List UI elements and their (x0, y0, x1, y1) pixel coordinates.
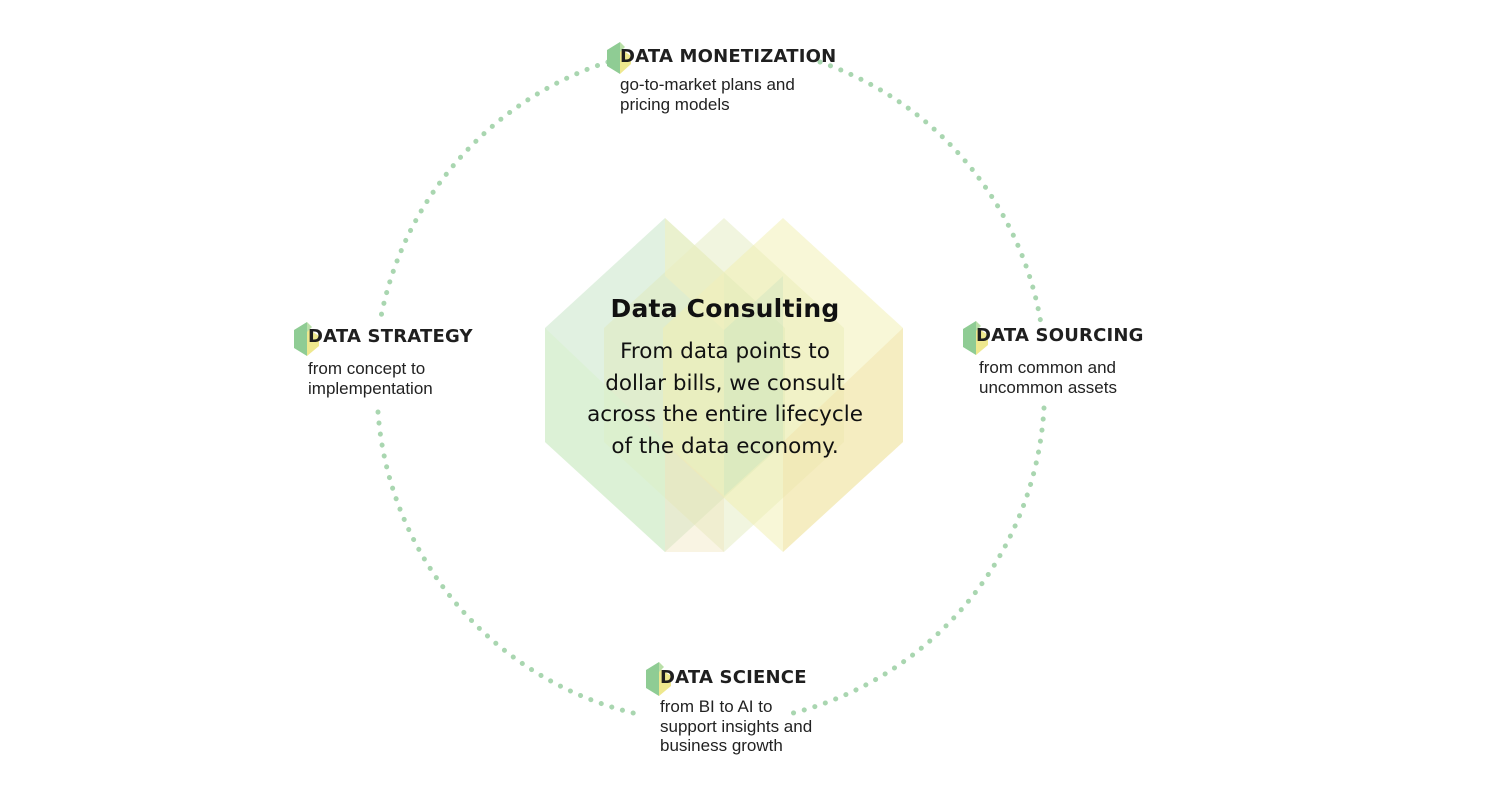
node-desc-line: business growth (660, 736, 783, 755)
node-desc-line: from concept to (308, 359, 426, 378)
node-desc-line: support insights and (660, 716, 813, 736)
center-line: of the data economy. (611, 433, 839, 459)
leaf-hexagon-icon (963, 321, 988, 355)
leaf-hexagon-icon (607, 42, 631, 74)
hexagon-center-shade (724, 276, 783, 496)
node-description: from BI to AI to support insights and bu… (660, 697, 812, 756)
ring-arc-top-left (377, 59, 611, 325)
node-desc-line: go-to-market plans and (620, 75, 795, 94)
node-desc-line: pricing models (620, 94, 730, 114)
hexagon-right-lower-shade (783, 328, 903, 552)
center-content: Data Consulting From data points to doll… (575, 292, 875, 462)
node-desc-line: from BI to AI to (660, 697, 773, 716)
leaf-hexagon-icon (646, 662, 671, 696)
center-line: From data points to (620, 339, 830, 364)
ring-arc-bottom-right (782, 405, 1047, 718)
overlapping-hexagons-icon (545, 218, 903, 552)
hexagon-mid-upper-shade (665, 218, 724, 330)
hexagon-bottom-shade (665, 442, 724, 552)
center-line: dollar bills, we consult (605, 370, 845, 396)
center-description: From data points to dollar bills, we con… (575, 336, 875, 462)
node-description: go-to-market plans and pricing models (620, 75, 795, 114)
leaf-hexagon-icon (294, 322, 319, 356)
lifecycle-dotted-ring (375, 59, 1047, 718)
node-title: DATA SOURCING (976, 325, 1144, 346)
hexagon-left-lower-shade (545, 328, 665, 552)
node-title: DATA STRATEGY (308, 326, 473, 347)
center-title: Data Consulting (610, 294, 840, 323)
node-title: DATA SCIENCE (660, 667, 807, 688)
node-desc-line: implempentation (308, 378, 433, 398)
node-description: from concept to implempentation (308, 359, 433, 398)
node-desc-line: uncommon assets (979, 377, 1117, 397)
center-line: across the entire lifecycle (587, 402, 863, 427)
node-desc-line: from common and (979, 358, 1116, 377)
node-description: from common and uncommon assets (979, 358, 1117, 397)
node-title: DATA MONETIZATION (620, 46, 837, 67)
